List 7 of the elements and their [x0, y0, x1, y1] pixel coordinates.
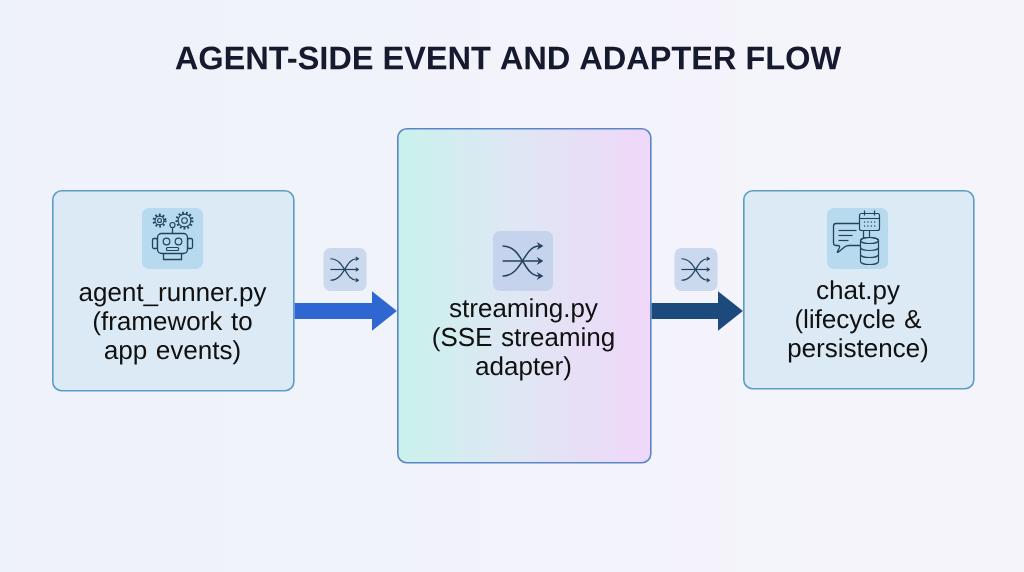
description: (framework to app events)	[93, 311, 252, 365]
file-name: chat.py	[817, 280, 900, 305]
description: (lifecycle & persistence)	[788, 309, 928, 363]
file-name: streaming.py	[449, 298, 598, 323]
title: AGENT-SIDE EVENT AND ADAPTER FLOW	[175, 46, 842, 70]
file-name: agent_runner.py	[79, 284, 267, 307]
description: (SSE streaming adapter)	[433, 327, 614, 381]
